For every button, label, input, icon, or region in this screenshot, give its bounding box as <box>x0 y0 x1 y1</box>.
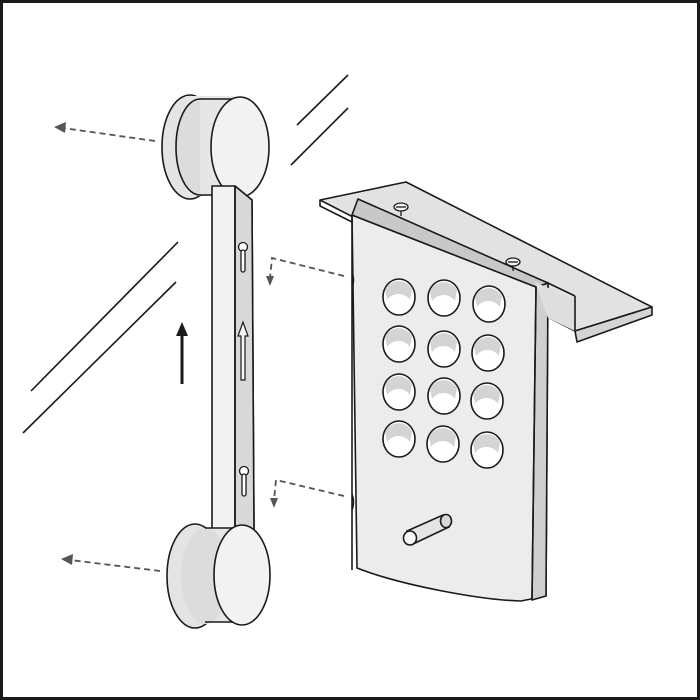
hole <box>382 373 416 411</box>
screw-icon <box>393 202 409 216</box>
hole <box>382 278 416 316</box>
dashed-down-arrow-tip <box>270 498 278 508</box>
hole <box>427 330 461 368</box>
mount-peg <box>351 272 355 289</box>
bottom-suction-cup <box>166 523 271 629</box>
dashed-left-arrow-icon <box>61 554 161 572</box>
hole <box>472 285 506 323</box>
hole <box>382 325 416 363</box>
glass-pane-lines <box>22 74 349 434</box>
mount-peg <box>351 493 355 511</box>
hole <box>426 425 460 463</box>
dashed-down-arrow-icon <box>269 256 345 501</box>
hole <box>470 431 504 469</box>
handle-bar <box>211 185 255 544</box>
plate-top-strip <box>351 198 549 288</box>
hole <box>470 382 504 420</box>
plate-pin <box>402 513 453 546</box>
up-arrow-icon <box>176 322 188 384</box>
hole <box>382 420 416 458</box>
hole <box>471 334 505 372</box>
dashed-down-arrow-tip <box>266 276 274 286</box>
up-arrow-icon <box>237 320 249 381</box>
top-shelf-edge <box>574 306 653 343</box>
dashed-left-arrow-icon <box>54 122 156 142</box>
top-suction-cup <box>161 94 270 200</box>
keyhole-slot-icon <box>238 465 250 497</box>
keyhole-slot-icon <box>237 241 249 273</box>
screw-icon <box>505 257 521 271</box>
hole <box>427 377 461 415</box>
hole <box>427 279 461 317</box>
hole-grid <box>382 278 506 469</box>
suction-handle <box>161 94 271 629</box>
